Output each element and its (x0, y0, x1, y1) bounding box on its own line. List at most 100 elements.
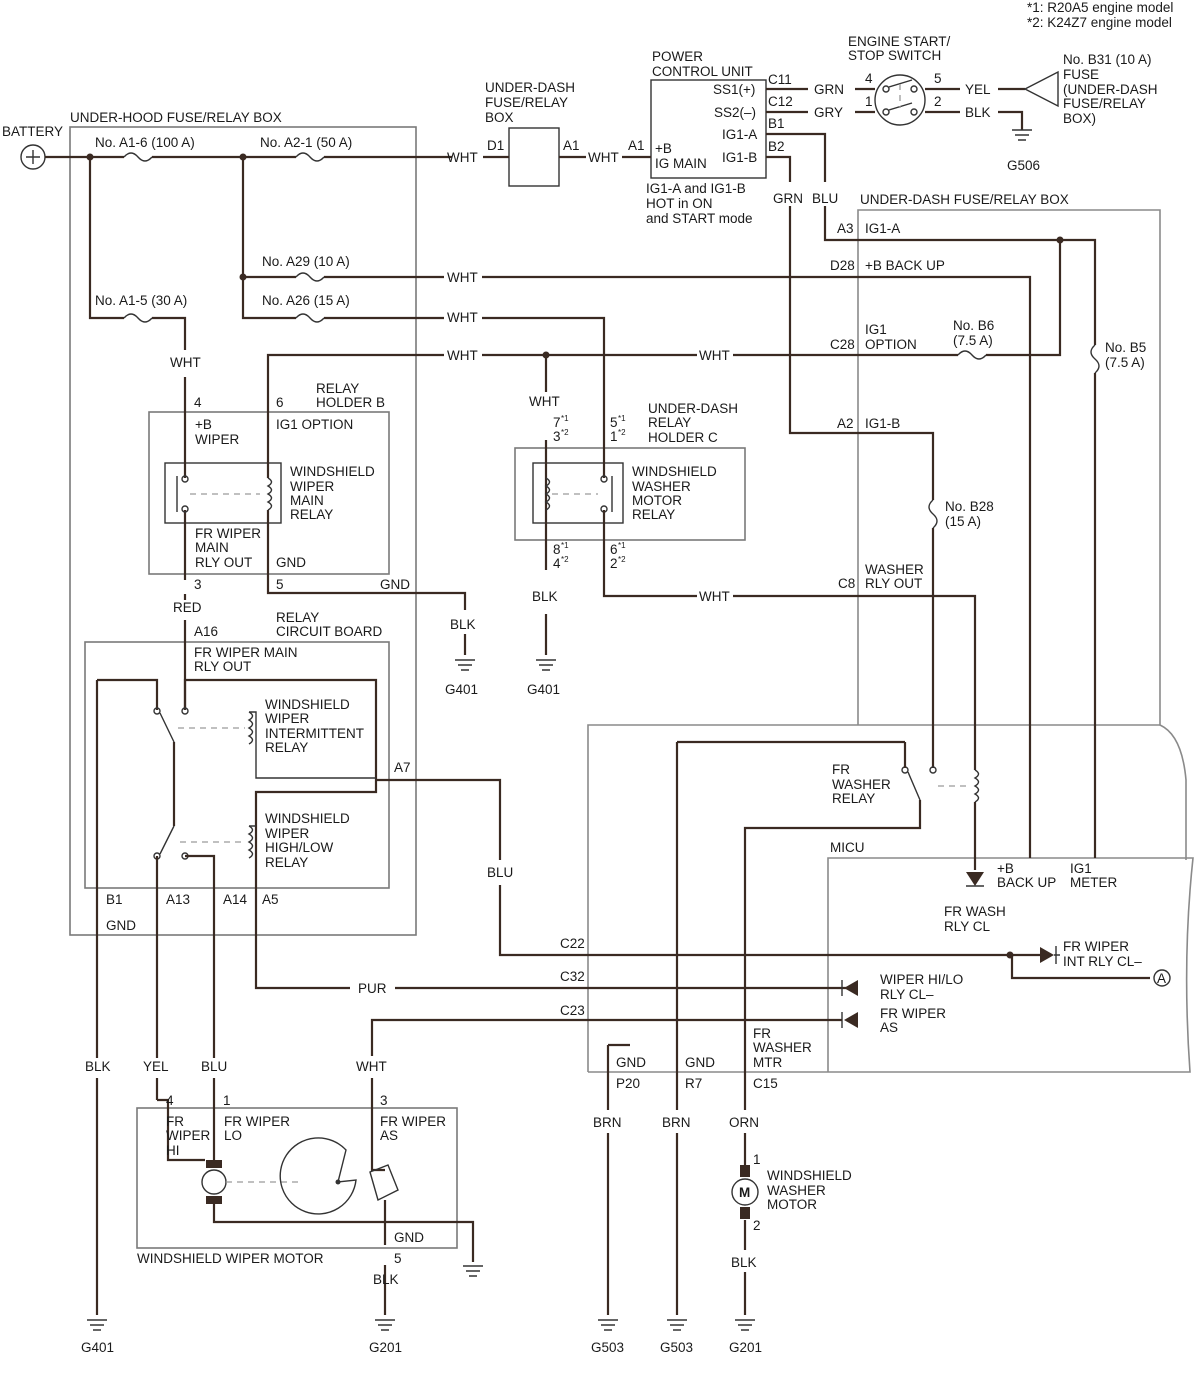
fuse-b31-l2: FUSE (1063, 67, 1099, 82)
relay-c-s2a: *2 (561, 428, 569, 437)
wire-blk-4: BLK (85, 1059, 111, 1074)
switch-p2: 2 (934, 94, 942, 109)
ground-g503-2: G503 (660, 1340, 693, 1355)
fr-washer-l3: RELAY (832, 791, 875, 806)
wire-gry: GRY (814, 105, 843, 120)
pcu-c12: C12 (768, 94, 793, 109)
fuse-a1-5 (123, 313, 153, 323)
relay-b-o2: MAIN (195, 540, 229, 555)
wire-blu-1: BLU (812, 191, 838, 206)
wire-wht-4: WHT (447, 310, 478, 325)
fuse-a1-5-label: No. A1-5 (30 A) (95, 293, 187, 308)
pcu-title-1: POWER (652, 49, 703, 64)
switch-title-2: STOP SWITCH (848, 48, 941, 63)
relay-c-p8: 8 (553, 542, 561, 557)
micu-as-2: AS (880, 1020, 898, 1035)
wire-blu-2: BLU (487, 865, 513, 880)
relay-b-bwiper-2: WIPER (195, 432, 240, 447)
relay-c-title-1: UNDER-DASH (648, 401, 738, 416)
relay-b-igopt: IG1 OPTION (276, 417, 353, 432)
relay-b-title-2: HOLDER B (316, 395, 385, 410)
rcb-a14: A14 (223, 892, 248, 907)
pcu-c11: C11 (768, 72, 792, 87)
rcb-hl-1: WINDSHIELD (265, 811, 350, 826)
motor-hi-3: HI (166, 1143, 180, 1158)
pcu-igmain: IG MAIN (655, 156, 707, 171)
fr-washer-l1: FR (832, 762, 850, 777)
wire-wht-6: WHT (699, 348, 730, 363)
ud-box2-b28b: (15 A) (945, 514, 981, 529)
ud-box1-a1: A1 (563, 138, 580, 153)
relay-b-p5: 5 (276, 577, 284, 592)
ud-box2-option: OPTION (865, 337, 917, 352)
rcb-a7: A7 (394, 760, 411, 775)
micu-wash-1: FR WASH (944, 904, 1006, 919)
relay-c-s2c: *2 (561, 555, 569, 564)
motor-hi-2: WIPER (166, 1128, 211, 1143)
under-dash-box-1 (508, 127, 560, 187)
fr-washer-l2: WASHER (832, 777, 891, 792)
under-hood-box-title: UNDER-HOOD FUSE/RELAY BOX (70, 110, 282, 125)
pcu-b2: B2 (768, 139, 785, 154)
micu-bb2: BACK UP (997, 875, 1056, 890)
ud-box2-b6a: No. B6 (953, 318, 994, 333)
motor-as-1: FR WIPER (380, 1114, 446, 1129)
motor-as-2: AS (380, 1128, 398, 1143)
motor-gnd: GND (394, 1230, 424, 1245)
wire-wht-7: WHT (170, 355, 201, 370)
wire-yel-1: YEL (965, 82, 991, 97)
wire-blk-1: BLK (965, 105, 991, 120)
ud-box2-b5b: (7.5 A) (1105, 355, 1145, 370)
ground-g401-3: G401 (81, 1340, 114, 1355)
micu-hilo-1: WIPER HI/LO (880, 972, 963, 987)
relay-b-o1: FR WIPER (195, 526, 261, 541)
power-control-unit (650, 79, 767, 179)
ud-box1-title-2: FUSE/RELAY (485, 95, 568, 110)
motor-p3: 3 (380, 1093, 388, 1108)
micu-c15: C15 (753, 1076, 778, 1091)
relay-b-n2: WIPER (290, 479, 335, 494)
ground-g201-2: G201 (729, 1340, 762, 1355)
micu-meter: METER (1070, 875, 1118, 890)
wire-wht-9: WHT (699, 589, 730, 604)
micu-c32: C32 (560, 969, 585, 984)
pcu-ig1b: IG1-B (722, 150, 757, 165)
ud-box2-ig1a: IG1-A (865, 221, 900, 236)
switch-p5: 5 (934, 71, 942, 86)
rcb-out-1: FR WIPER MAIN (194, 645, 298, 660)
ud-box2-c8: C8 (838, 576, 855, 591)
micu-int-1: FR WIPER (1063, 939, 1129, 954)
relay-circuit-board (84, 641, 390, 889)
fuse-b5 (1090, 344, 1100, 374)
micu-box (587, 724, 1194, 1073)
micu-gnd-2: GND (685, 1055, 715, 1070)
wire-wht-2: WHT (588, 150, 619, 165)
relay-b-p4: 4 (194, 395, 202, 410)
relay-b-gnd2: GND (380, 577, 410, 592)
wire-wht-10: WHT (356, 1059, 387, 1074)
rcb-int-4: RELAY (265, 740, 308, 755)
rcb-a13: A13 (166, 892, 190, 907)
micu-title: MICU (830, 840, 865, 855)
intermittent-coil (247, 711, 376, 779)
fuse-b31-l1: No. B31 (10 A) (1063, 52, 1152, 67)
wiper-main-relay (164, 462, 282, 524)
relay-c-s1b: *1 (618, 414, 626, 423)
wiper-motor-icon (201, 1169, 227, 1195)
ud-box2-d28: D28 (830, 258, 855, 273)
relay-c-n1: WINDSHIELD (632, 464, 717, 479)
wire-blk-2: BLK (450, 617, 476, 632)
rcb-hl-4: RELAY (265, 855, 308, 870)
fuse-b28 (928, 499, 938, 529)
wire-yel-2: YEL (143, 1059, 169, 1074)
diode-hilo (844, 980, 858, 996)
pcu-hot-2: HOT in ON (646, 196, 713, 211)
under-dash-box-2 (857, 209, 1187, 860)
washer-motor-n1: WINDSHIELD (767, 1168, 852, 1183)
wire-grn-2: GRN (773, 191, 803, 206)
motor-p1: 1 (223, 1093, 231, 1108)
rcb-hl-3: HIGH/LOW (265, 840, 334, 855)
ground-symbols (87, 659, 755, 1331)
relay-c-p5: 5 (610, 415, 618, 430)
